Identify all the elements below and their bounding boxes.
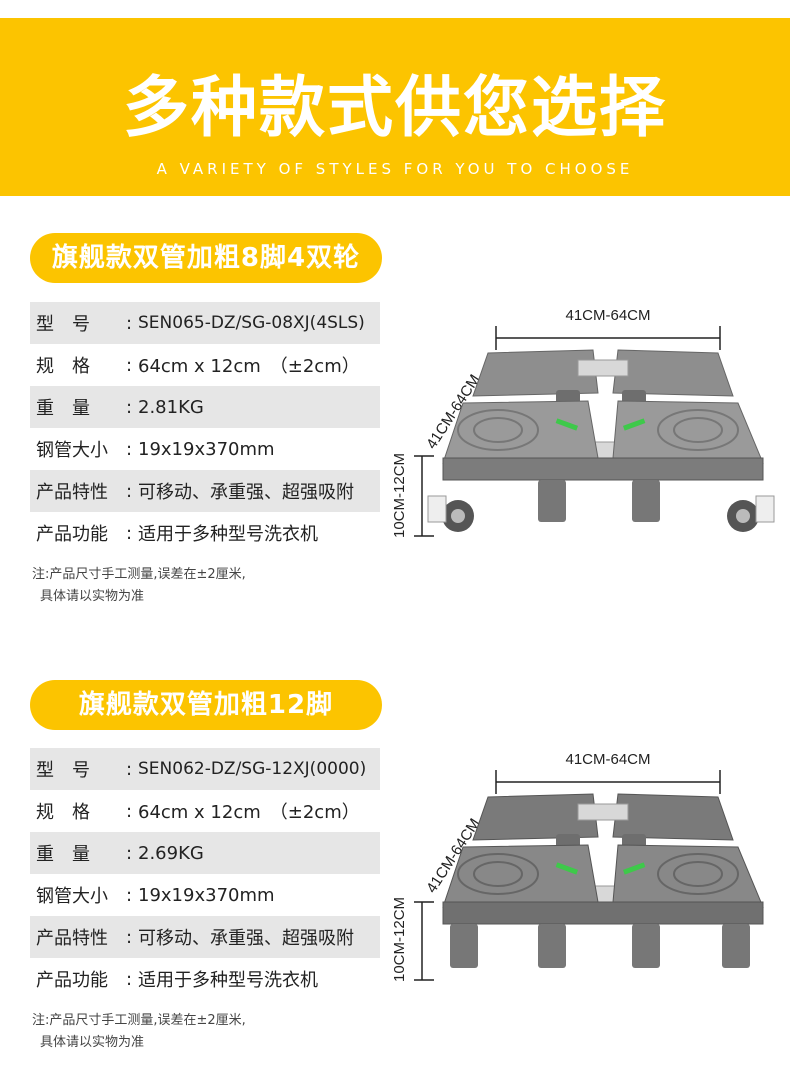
spec-row-function: 产品功能 : 适用于多种型号洗衣机 — [30, 958, 380, 1000]
product-section-2: 旗舰款双管加粗12脚 型 号 : SEN062-DZ/SG-12XJ(0000)… — [0, 672, 790, 1091]
spec-key: 产品特性 — [36, 928, 108, 949]
spec-key: 规 格 — [36, 802, 90, 823]
product-name-pill: 旗舰款双管加粗12脚 — [30, 680, 382, 730]
spec-value: 19x19x370mm — [138, 884, 275, 906]
spec-row-weight: 重 量 : 2.69KG — [30, 832, 380, 874]
spec-value: 可移动、承重强、超强吸附 — [138, 482, 354, 503]
spec-row-tube: 钢管大小 : 19x19x370mm — [30, 428, 380, 470]
banner-subtitle: A VARIETY OF STYLES FOR YOU TO CHOOSE — [156, 160, 634, 178]
spec-key: 重 量 — [36, 398, 90, 419]
spec-key: 规 格 — [36, 356, 90, 377]
banner-title: 多种款式供您选择 — [123, 69, 667, 146]
spec-row-size: 规 格 : 64cm x 12cm （±2cm） — [30, 790, 380, 832]
product-name: 旗舰款双管加粗8脚4双轮 — [51, 243, 361, 273]
spec-key: 产品功能 — [36, 524, 108, 545]
note-line: 注:产品尺寸手工测量,误差在±2厘米, — [32, 1013, 246, 1028]
spec-value: 64cm x 12cm （±2cm） — [138, 802, 360, 823]
spec-value: SEN065-DZ/SG-08XJ(4SLS) — [138, 313, 365, 333]
spec-row-weight: 重 量 : 2.81KG — [30, 386, 380, 428]
spec-table: 型 号 : SEN065-DZ/SG-08XJ(4SLS) 规 格 : 64cm… — [30, 302, 380, 554]
height-dimension: 10CM-12CM — [391, 453, 408, 538]
note-line: 具体请以实物为准 — [40, 1035, 145, 1050]
spec-key: 重 量 — [36, 844, 90, 865]
spec-table: 型 号 : SEN062-DZ/SG-12XJ(0000) 规 格 : 64cm… — [30, 748, 380, 1000]
spec-value: 适用于多种型号洗衣机 — [138, 970, 318, 991]
product-image-8-feet: 41CM-64CM 41CM-64CM 10CM-12CM — [388, 298, 790, 588]
spec-row-features: 产品特性 : 可移动、承重强、超强吸附 — [30, 916, 380, 958]
spec-value: 可移动、承重强、超强吸附 — [138, 928, 354, 949]
width-dimension: 41CM-64CM — [565, 307, 650, 324]
spec-value: SEN062-DZ/SG-12XJ(0000) — [138, 759, 367, 779]
spec-value: 适用于多种型号洗衣机 — [138, 524, 318, 545]
spec-key: 型 号 — [36, 760, 90, 781]
spec-row-tube: 钢管大小 : 19x19x370mm — [30, 874, 380, 916]
spec-row-function: 产品功能 : 适用于多种型号洗衣机 — [30, 512, 380, 554]
spec-row-model: 型 号 : SEN062-DZ/SG-12XJ(0000) — [30, 748, 380, 790]
product-section-1: 旗舰款双管加粗8脚4双轮 型 号 : SEN065-DZ/SG-08XJ(4SL… — [0, 230, 790, 670]
spec-value: 19x19x370mm — [138, 438, 275, 460]
spec-value: 2.81KG — [138, 396, 204, 418]
product-name-pill: 旗舰款双管加粗8脚4双轮 — [30, 233, 382, 283]
spec-row-features: 产品特性 : 可移动、承重强、超强吸附 — [30, 470, 380, 512]
header-banner: 多种款式供您选择 A VARIETY OF STYLES FOR YOU TO … — [0, 18, 790, 196]
spec-row-size: 规 格 : 64cm x 12cm （±2cm） — [30, 344, 380, 386]
measurement-note: 注:产品尺寸手工测量,误差在±2厘米, 具体请以实物为准 — [32, 564, 246, 608]
note-line: 具体请以实物为准 — [40, 589, 145, 604]
spec-value: 2.69KG — [138, 842, 204, 864]
spec-key: 钢管大小 — [36, 440, 108, 461]
spec-key: 产品功能 — [36, 970, 108, 991]
spec-value: 64cm x 12cm （±2cm） — [138, 356, 360, 377]
product-name: 旗舰款双管加粗12脚 — [78, 690, 334, 720]
spec-row-model: 型 号 : SEN065-DZ/SG-08XJ(4SLS) — [30, 302, 380, 344]
height-dimension: 10CM-12CM — [391, 897, 408, 982]
spec-key: 钢管大小 — [36, 886, 108, 907]
measurement-note: 注:产品尺寸手工测量,误差在±2厘米, 具体请以实物为准 — [32, 1010, 246, 1054]
note-line: 注:产品尺寸手工测量,误差在±2厘米, — [32, 567, 246, 582]
spec-key: 产品特性 — [36, 482, 108, 503]
spec-key: 型 号 — [36, 314, 90, 335]
width-dimension: 41CM-64CM — [565, 751, 650, 768]
product-image-12-feet: 41CM-64CM 41CM-64CM 10CM-12CM — [388, 742, 790, 1032]
